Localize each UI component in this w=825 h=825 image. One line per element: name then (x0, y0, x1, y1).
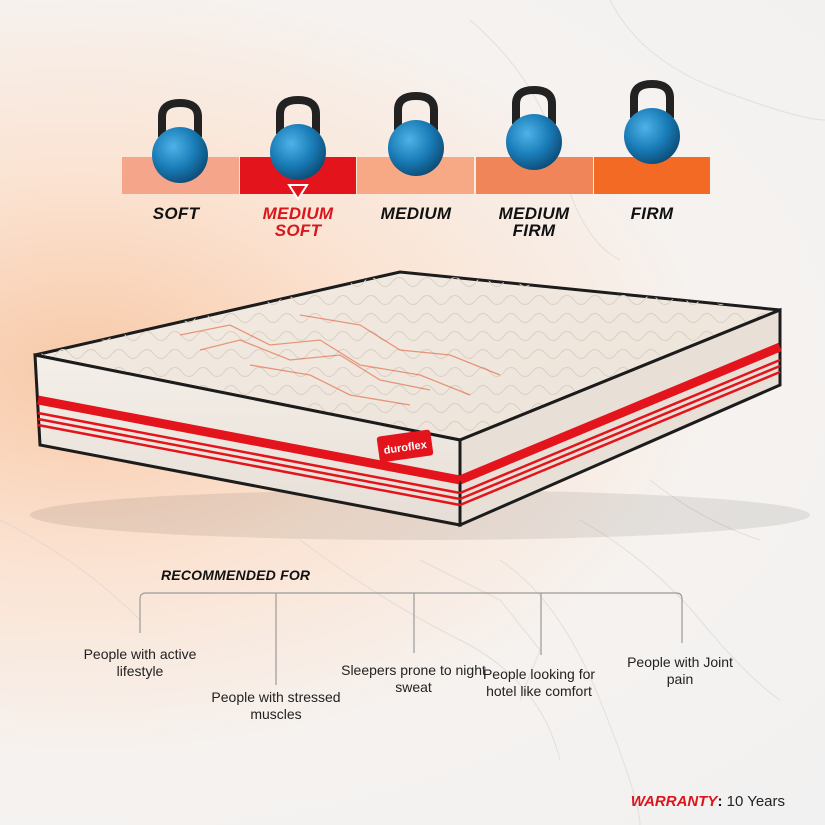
warranty-separator: : (717, 793, 723, 810)
warranty-value: 10 Years (726, 793, 785, 810)
recommended-connector-lines (139, 592, 683, 685)
firmness-label-medium-soft: MEDIUM SOFT (262, 204, 334, 240)
recommended-item-joint-pain: People with Joint pain (627, 654, 733, 687)
firmness-label-soft: SOFT (152, 204, 200, 223)
warranty-label: WARRANTY (630, 793, 718, 810)
recommended-item-stressed-muscles: People with stressed muscles (211, 689, 341, 722)
kettlebell-icon (152, 98, 208, 183)
kettlebell-icon (388, 91, 444, 176)
selected-pointer-icon (287, 184, 309, 201)
recommended-item-active-lifestyle: People with active lifestyle (83, 646, 197, 679)
recommended-title: RECOMMENDED FOR (161, 567, 311, 583)
recommended-item-night-sweat: Sleepers prone to night sweat (341, 662, 486, 695)
firmness-label-firm: FIRM (630, 204, 674, 223)
kettlebell-icon (506, 85, 562, 170)
recommended-item-hotel-comfort: People looking for hotel like comfort (482, 666, 596, 699)
firmness-label-medium: MEDIUM (380, 204, 452, 223)
firmness-label-medium-firm: MEDIUM FIRM (498, 204, 570, 240)
warranty-info: WARRANTY: 10 Years (631, 793, 785, 810)
mattress-image: duroflex (30, 270, 810, 540)
kettlebell-icon (624, 79, 680, 164)
brand-tag (376, 429, 434, 463)
kettlebell-icon (270, 95, 326, 180)
firmness-scale: SOFT MEDIUM SOFT MEDIUM MEDIUM FIRM FIRM (0, 0, 825, 260)
